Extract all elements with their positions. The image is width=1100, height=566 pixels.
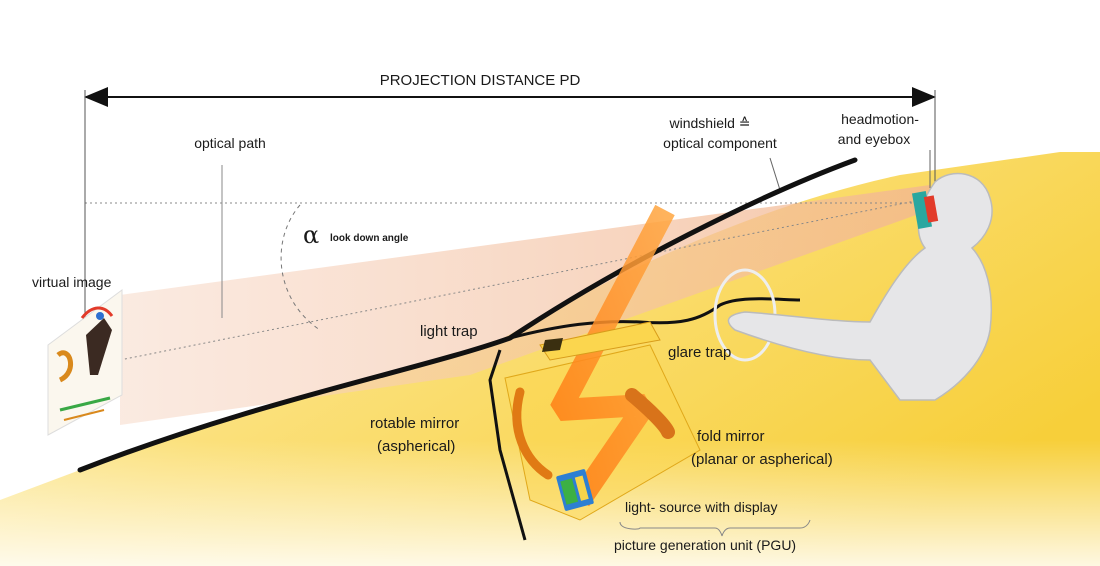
optical-path-label: optical path [194,135,266,151]
light-source-display [556,469,594,511]
look-down-sight-line [119,199,921,361]
pgu-label: picture generation unit (PGU) [614,537,796,553]
windshield-line [77,157,858,473]
light-source-label: light- source with display [625,499,778,515]
windshield-label-line1: windshield ≙ [669,115,751,131]
light-trap-label: light trap [420,323,478,340]
glare-trap-label: glare trap [668,344,731,361]
fold-mirror-label-line2: (planar or aspherical) [691,451,833,468]
fold-mirror-label-line1: fold mirror [697,428,765,445]
look-down-angle-label: look down angle [330,233,409,244]
light-trap-shape [542,338,563,352]
virtual-image-label: virtual image [32,274,112,290]
headmotion-label-line1: headmotion- [841,111,919,127]
internal-light-ray [550,204,675,507]
headmotion-label-line2: and eyebox [838,131,910,147]
alpha-symbol: α [303,221,319,249]
windshield-leader [769,157,781,191]
windshield-label-line2: optical component [663,135,777,151]
fold-mirror [625,388,675,439]
projection-distance-label: PROJECTION DISTANCE PD [380,72,581,89]
rotable-mirror-label-line2: (aspherical) [377,438,455,455]
rotable-mirror-label-line1: rotable mirror [370,415,459,432]
virtual-image-panel [47,289,123,436]
dashboard-outline [488,349,527,541]
eyebox-marker [911,191,939,229]
light-beam [120,185,930,425]
glare-trap-shape [539,321,661,361]
rotable-mirror [512,387,553,480]
hud-enclosure [504,344,701,521]
dashboard-contour [509,297,801,340]
driver-silhouette [727,172,993,401]
pgu-brace [619,519,811,537]
